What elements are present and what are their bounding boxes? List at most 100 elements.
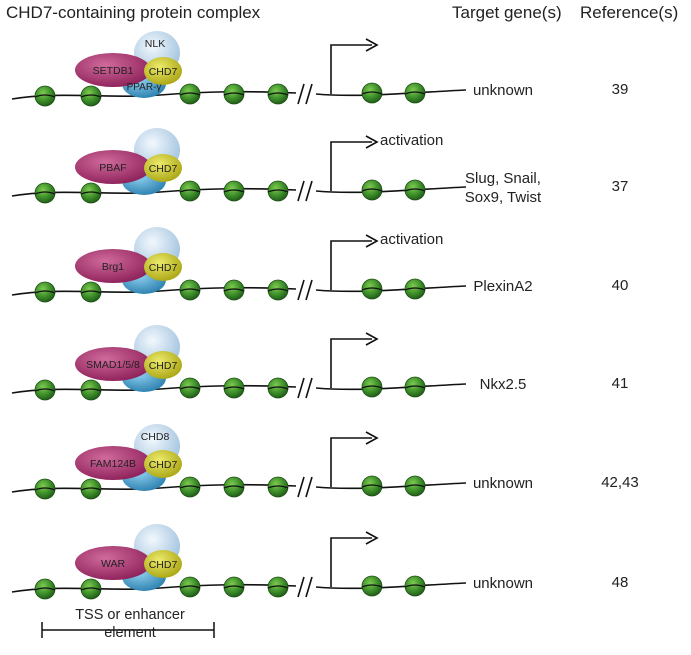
nucleosome-icon <box>361 475 383 497</box>
chd7-label: CHD7 <box>149 360 178 372</box>
nucleosome-icon <box>223 576 245 598</box>
partner-protein-icon <box>75 347 151 381</box>
nucleosome-icon <box>179 279 201 301</box>
tss-arrow <box>330 338 372 388</box>
dna-wrap <box>179 485 201 489</box>
second-partner-label: CHD8 <box>141 431 170 443</box>
break-mark <box>297 180 305 202</box>
dna-wrap <box>361 584 383 588</box>
dna-wrap <box>80 587 102 591</box>
partner-label: Brg1 <box>102 261 124 273</box>
chd7-label: CHD7 <box>149 459 178 471</box>
chd7-protein-icon <box>144 57 182 85</box>
break-mark <box>297 476 305 498</box>
partner-protein-icon <box>75 249 151 283</box>
target-gene-label: unknown <box>472 475 534 492</box>
break-mark <box>305 576 313 598</box>
dna-wrap <box>223 189 245 193</box>
dna-wrap <box>267 288 289 292</box>
dna-wrap <box>267 92 289 96</box>
tss-arrowhead <box>365 234 379 248</box>
reference-label: 37 <box>611 178 629 195</box>
nucleosome-icon <box>179 576 201 598</box>
dna-wrap <box>361 484 383 488</box>
tss-arrowhead <box>365 135 379 149</box>
nucleosome-icon <box>404 278 426 300</box>
nucleosome-icon <box>361 376 383 398</box>
nucleosome-icon <box>267 180 289 202</box>
chd7-protein-icon <box>144 351 182 379</box>
nucleosome-icon <box>80 578 102 600</box>
chd7-protein-icon <box>144 450 182 478</box>
dna-wrap <box>179 585 201 589</box>
dna-wrap <box>179 189 201 193</box>
dna-wrap <box>361 385 383 389</box>
nucleosome-icon <box>34 85 56 107</box>
reference-column-header: Reference(s) <box>580 3 679 22</box>
target-column-header: Target gene(s) <box>452 3 562 22</box>
nucleosome-icon <box>267 279 289 301</box>
nucleosome-icon <box>34 379 56 401</box>
break-mark <box>305 180 313 202</box>
break-mark <box>305 279 313 301</box>
nucleosome-icon <box>361 179 383 201</box>
dna-wrap <box>404 484 426 488</box>
dna-wrap <box>267 386 289 390</box>
dna-wrap <box>404 91 426 95</box>
nucleosome-icon <box>223 83 245 105</box>
dna-wrap <box>267 189 289 193</box>
reference-label: 41 <box>611 375 629 392</box>
tss-arrowhead <box>365 531 379 545</box>
target-gene-label: unknown <box>472 575 534 592</box>
tss-arrowhead <box>365 38 379 52</box>
dna-wrap <box>34 487 56 491</box>
break-mark <box>305 476 313 498</box>
dna-wrap <box>34 388 56 392</box>
dna-wrap <box>80 94 102 98</box>
reference-label: 48 <box>611 574 629 591</box>
dna-wrap <box>361 188 383 192</box>
break-mark <box>305 377 313 399</box>
nucleosome-icon <box>80 85 102 107</box>
activation-label: activation <box>380 231 444 248</box>
dna-strand-downstream <box>315 89 467 97</box>
dna-strand-downstream <box>315 186 467 194</box>
target-gene-label: PlexinA2 <box>473 278 533 295</box>
break-mark <box>305 83 313 105</box>
nucleosome-icon <box>267 83 289 105</box>
nucleosome-icon <box>223 476 245 498</box>
partner-label: SMAD1/5/8 <box>86 359 140 371</box>
tss-arrow <box>330 537 372 587</box>
tss-arrow <box>330 44 372 94</box>
dna-wrap <box>361 287 383 291</box>
nucleosome-icon <box>34 281 56 303</box>
partner-label: FAM124B <box>90 458 136 470</box>
dna-wrap <box>34 191 56 195</box>
nucleosome-icon <box>223 180 245 202</box>
nucleosome-icon <box>34 182 56 204</box>
dna-wrap <box>223 585 245 589</box>
dna-wrap <box>223 386 245 390</box>
target-gene-label: Nkx2.5 <box>479 376 527 393</box>
nucleosome-icon <box>179 83 201 105</box>
dna-wrap <box>179 288 201 292</box>
nucleosome-icon <box>179 377 201 399</box>
dna-wrap <box>80 487 102 491</box>
dna-wrap <box>179 386 201 390</box>
dna-wrap <box>34 290 56 294</box>
break-mark <box>297 576 305 598</box>
partner-label: PBAF <box>99 162 126 174</box>
tss-arrowhead <box>365 332 379 346</box>
nucleosome-icon <box>223 377 245 399</box>
partner-protein-icon <box>75 53 151 87</box>
nucleosome-icon <box>361 278 383 300</box>
target-gene-label: unknown <box>472 82 534 99</box>
nucleosome-icon <box>267 576 289 598</box>
activation-label: activation <box>380 132 444 149</box>
tss-bracket <box>41 622 215 638</box>
tss-arrowhead <box>365 431 379 445</box>
nucleosome-icon <box>404 575 426 597</box>
dna-strand-downstream <box>315 582 467 590</box>
